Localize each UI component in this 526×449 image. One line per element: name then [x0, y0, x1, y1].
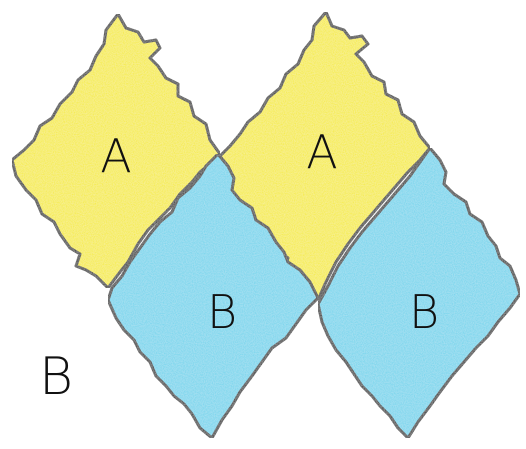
tile-label-blue-left: B [207, 285, 237, 339]
figure-label: B [39, 347, 73, 407]
tile-label-yellow-left: A [100, 129, 131, 183]
tile-label-blue-right: B [409, 285, 439, 339]
tile-label-yellow-right: A [306, 125, 337, 179]
